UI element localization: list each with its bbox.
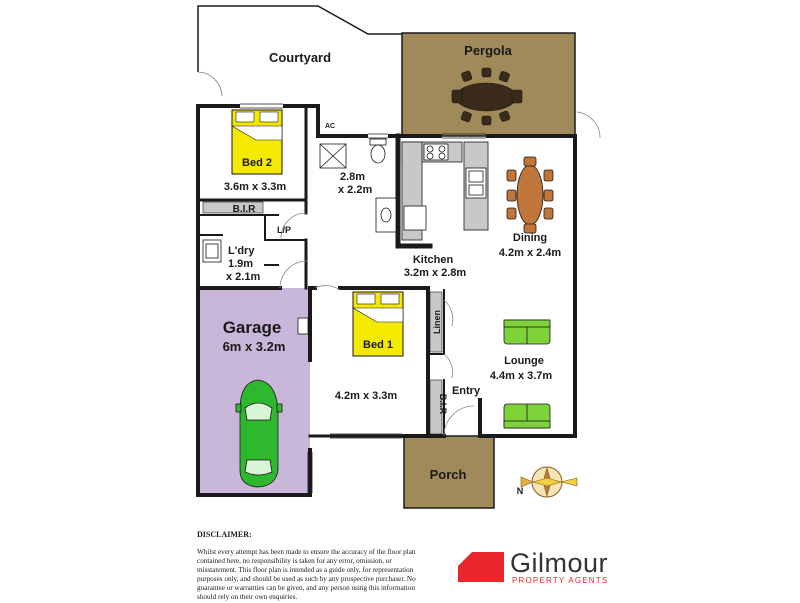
- floor-plan: Courtyard Pergola AC Bed 2 3.6m x 3.3m 2…: [196, 5, 601, 509]
- label-garage: Garage: [223, 318, 282, 337]
- sofa-top-icon: [503, 319, 551, 345]
- windows: [240, 103, 486, 493]
- bed-2-icon: [230, 109, 283, 175]
- logo-name: Gilmour: [510, 548, 609, 578]
- disclaimer-line: misstatement. This floor plan is intende…: [197, 566, 414, 575]
- pergola-table-icon: [451, 67, 523, 126]
- label-ldry: L'dry: [228, 245, 255, 257]
- disclaimer-body: Whilst every attempt has been made to en…: [197, 548, 447, 603]
- kitchen-sink-icon: [465, 167, 487, 199]
- compass-icon: [520, 466, 578, 498]
- label-ldry-size-2: x 2.1m: [226, 271, 260, 283]
- label-compass-n: N: [517, 486, 524, 496]
- disclaimer-line: should rely on their own enquiries.: [197, 593, 298, 602]
- label-pergola: Pergola: [464, 43, 512, 58]
- disclaimer-title: DISCLAIMER:: [197, 530, 252, 539]
- disclaimer-line: Whilst every attempt has been made to en…: [197, 548, 416, 556]
- gilmour-logo: Gilmour PROPERTY AGENTS: [458, 548, 618, 586]
- label-lounge: Lounge: [504, 355, 544, 367]
- label-bed2-size: 3.6m x 3.3m: [224, 181, 287, 193]
- label-courtyard: Courtyard: [269, 50, 331, 65]
- car-icon: [235, 379, 283, 488]
- bir-wardrobe-top: [202, 201, 264, 214]
- linen-cupboard: [429, 291, 443, 353]
- fridge-icon: [403, 205, 427, 231]
- courtyard-outline: [197, 5, 402, 72]
- label-bath-size-2: x 2.2m: [338, 184, 372, 196]
- garage-hot-water-unit: [297, 317, 309, 335]
- label-dining: Dining: [513, 232, 547, 244]
- porch-area: [403, 435, 495, 509]
- door-swings: [279, 212, 475, 437]
- cooktop-icon: [423, 143, 449, 161]
- label-bir-bottom: B.I.R: [438, 394, 448, 415]
- disclaimer-line: guarantee or warranties can be given, an…: [197, 584, 415, 593]
- label-kitchen-size: 3.2m x 2.8m: [404, 267, 467, 279]
- disclaimer-line: purposes only, and should be used as suc…: [197, 575, 416, 584]
- dining-table-icon: [506, 156, 554, 234]
- toilet-icon: [369, 138, 387, 164]
- vanity-icon: [375, 197, 397, 233]
- walls: [196, 104, 577, 497]
- label-linen: Linen: [432, 310, 442, 334]
- bed-1-icon: [351, 291, 404, 357]
- shower-icon: [319, 143, 347, 169]
- label-bir-top: B.I.R: [233, 204, 257, 215]
- laundry-tub-icon: [202, 239, 222, 263]
- label-ac: AC: [325, 123, 335, 130]
- label-bed1-size: 4.2m x 3.3m: [335, 390, 398, 402]
- logo-mark-icon: [458, 552, 504, 582]
- logo-tagline: PROPERTY AGENTS: [512, 576, 609, 585]
- label-bath-size-1: 2.8m: [340, 171, 365, 183]
- label-bed2: Bed 2: [242, 157, 272, 169]
- label-dining-size: 4.2m x 2.4m: [499, 247, 562, 259]
- label-entry: Entry: [452, 385, 481, 397]
- disclaimer: DISCLAIMER: Whilst every attempt has bee…: [197, 530, 447, 603]
- label-lp: L/P: [277, 225, 291, 235]
- disclaimer-line: contained here, no responsibility is tak…: [197, 557, 392, 566]
- label-bed1: Bed 1: [363, 339, 393, 351]
- label-lounge-size: 4.4m x 3.7m: [490, 370, 553, 382]
- pergola-side-door: [576, 111, 601, 139]
- label-kitchen: Kitchen: [413, 254, 454, 266]
- label-ldry-size-1: 1.9m: [228, 258, 253, 270]
- sofa-bottom-icon: [503, 403, 551, 429]
- courtyard-door-swing: [197, 71, 223, 97]
- label-porch: Porch: [430, 467, 467, 482]
- bir-cupboard-bottom: [429, 379, 443, 435]
- label-garage-size: 6m x 3.2m: [223, 339, 286, 354]
